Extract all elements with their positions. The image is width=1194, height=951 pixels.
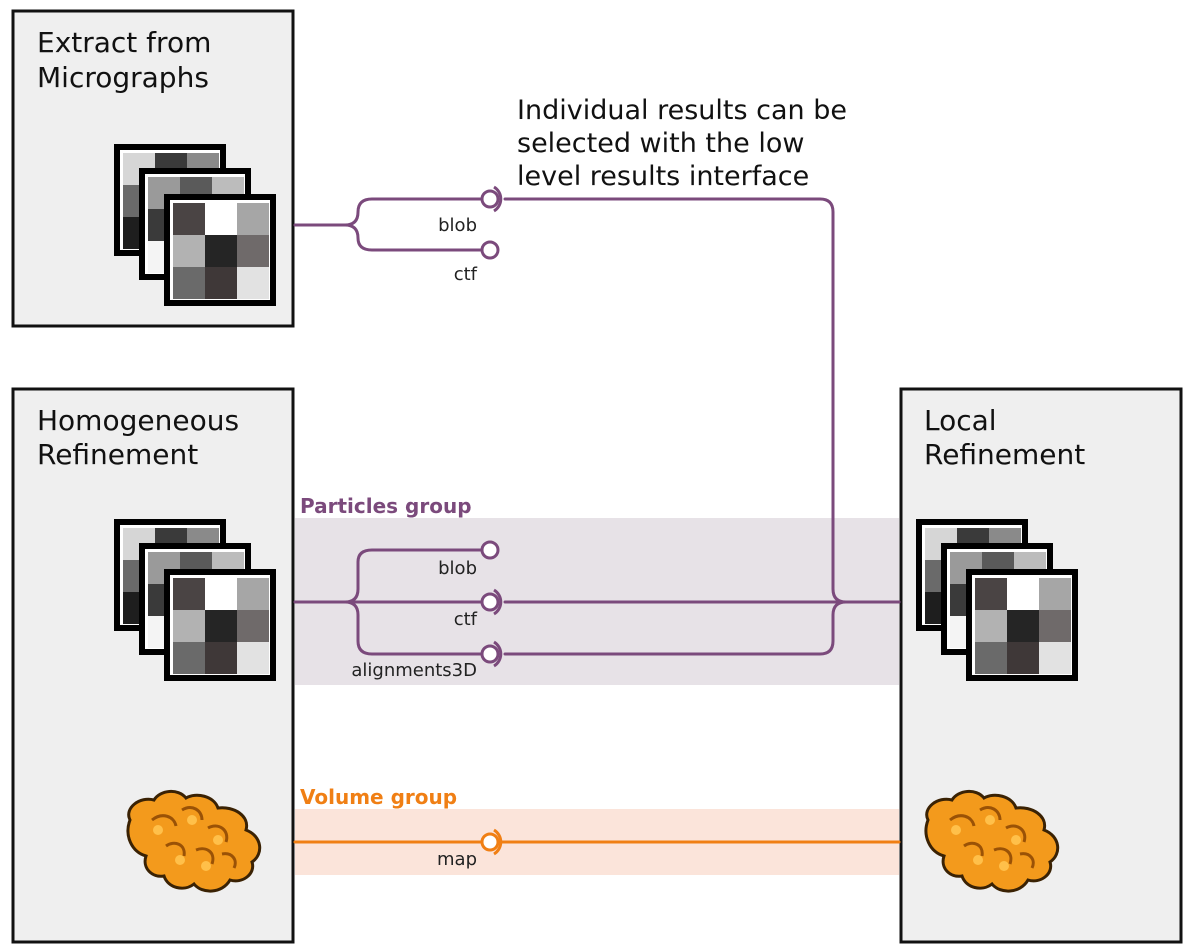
particle-stack-icon [117, 147, 273, 303]
homo-align-slot-label: alignments3D [351, 660, 477, 681]
extract-job-card[interactable]: Extract from Micrographs [11, 9, 295, 328]
extract-blob-slot-connector[interactable] [480, 185, 503, 213]
extract-output-line-ctf [343, 223, 484, 252]
homogeneous-job-card[interactable]: Homogeneous Refinement [11, 387, 295, 944]
homo-map-slot-label: map [437, 849, 477, 870]
homo-output-blob-branch [343, 548, 484, 604]
local-job-title-line1: Local [924, 404, 997, 437]
particle-stack-icon [919, 522, 1075, 678]
homo-output-align-branch [343, 600, 484, 656]
homo-blob-slot-label: blob [438, 558, 477, 579]
align-to-local-line [503, 600, 848, 656]
particle-stack-icon [117, 522, 273, 678]
volume-group-label: Volume group [300, 785, 457, 809]
homo-blob-slot-connector[interactable] [480, 540, 500, 560]
particles-group-label: Particles group [300, 494, 472, 518]
extract-blob-slot-label: blob [438, 215, 477, 236]
homo-job-title-line2: Refinement [37, 438, 198, 471]
annotation-note-line3: level results interface [517, 161, 809, 192]
homo-job-title-line1: Homogeneous [37, 404, 239, 437]
local-job-title-line2: Refinement [924, 438, 1085, 471]
extract-ctf-slot-label: ctf [454, 264, 478, 285]
annotation-note-line2: selected with the low [517, 128, 804, 159]
extract-ctf-slot-connector[interactable] [480, 240, 500, 260]
extract-job-title-line1: Extract from [37, 26, 211, 59]
homo-ctf-slot-label: ctf [454, 609, 478, 630]
extract-job-title-line2: Micrographs [37, 61, 209, 94]
homo-ctf-slot-connector[interactable] [480, 588, 503, 616]
annotation-note-line1: Individual results can be [517, 95, 847, 126]
homo-align-slot-connector[interactable] [480, 640, 503, 668]
homo-map-slot-connector[interactable] [480, 828, 503, 856]
local-job-card[interactable]: Local Refinement [899, 387, 1183, 944]
